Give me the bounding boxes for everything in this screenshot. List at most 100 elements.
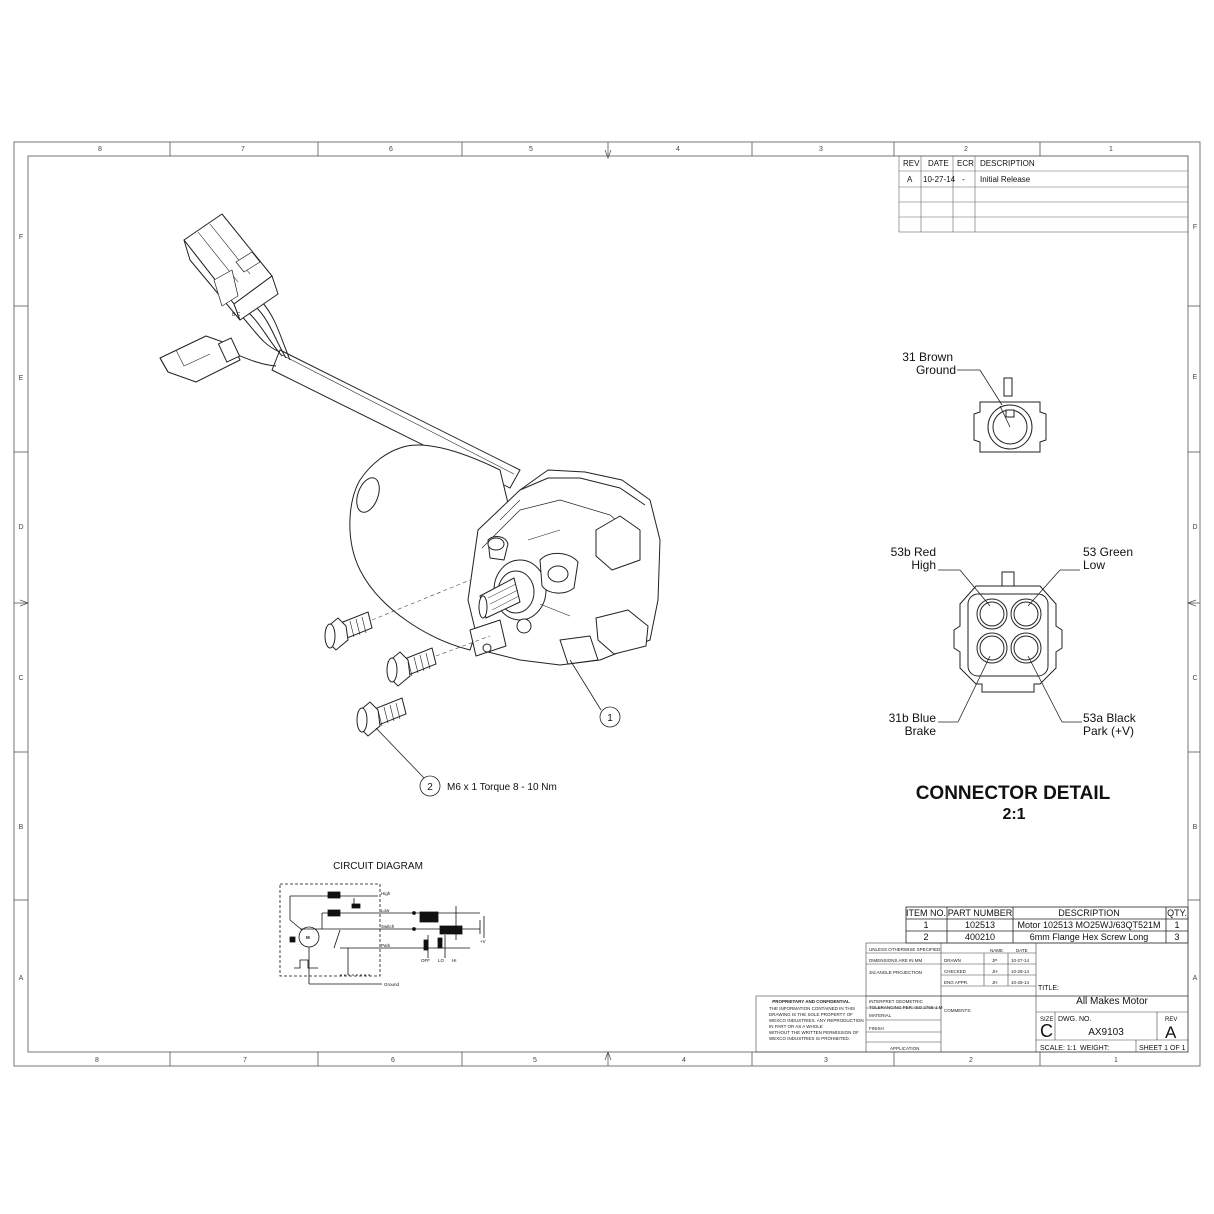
callout-balloon-2 [419,775,441,797]
tb-engappr-date: 10-28-14 [1011,980,1030,985]
rev-row-rev: A [907,175,913,184]
tb-date-header: DATE [1016,948,1028,953]
circuit-diagram-title: CIRCUIT DIAGRAM [333,861,423,872]
label-53b-red: 53b Red [891,545,936,559]
circuit-label-off: OFF [421,958,430,963]
tb-name-header: NAME [990,948,1003,953]
tb-sheet: SHEET 1 OF 1 [1139,1045,1186,1052]
bom-row2-description: 6mm Flange Hex Screw Long [1030,932,1149,942]
label-53a-black: 53a Black [1083,711,1137,725]
zone-top-7: 7 [241,146,245,153]
circuit-label-ground: Ground [384,982,400,987]
revision-table: REV DATE ECR DESCRIPTION A 10-27-14 - In… [898,155,1189,233]
zone-bottom-6: 6 [391,1057,395,1064]
rev-row-ecr: - [962,175,965,184]
label-high: High [911,558,936,572]
title-block: UNLESS OTHERWISE SPECIFIED: DIMENSIONS A… [755,942,1189,1053]
single-connector-label: 31 Brown Ground [902,350,1003,406]
zone-left-E: E [19,375,24,382]
circuit-label-park: Park [381,943,391,948]
callout-number-1: 1 [607,713,613,724]
tb-application: APPLICATION [890,1046,919,1051]
tb-proprietary-line-5: WITHOUT THE WRITTEN PERMISSION OF [769,1030,859,1035]
tb-scale: SCALE: 1:1 [1040,1045,1077,1052]
zone-bottom-8: 8 [95,1057,99,1064]
circuit-label-high: High [381,891,391,896]
label-low: Low [1083,558,1105,572]
bom-row2-item: 2 [923,932,928,942]
bom-row1-qty: 1 [1174,920,1179,930]
callout-item-1: 1 [569,659,621,728]
single-connector-plug [159,335,241,383]
tb-engappr-name: JH [992,980,998,985]
zone-top-2: 2 [964,146,968,153]
rev-row-description: Initial Release [980,175,1031,184]
tb-projection: 3rd ANGLE PROJECTION [869,970,922,975]
rev-header-ecr: ECR [957,159,974,168]
bom-row1-description: Motor 102513 MO25WJ/63QT521M [1017,920,1160,930]
zone-top-3: 3 [819,146,823,153]
screw-3 [356,697,407,737]
bom-header-part: PART NUMBER [948,908,1013,918]
bom-row2-qty: 3 [1174,932,1179,942]
rev-header-rev: REV [903,159,920,168]
tb-interpret: INTERPRET GEOMETRIC [869,999,924,1004]
quad-connector-labels: 53b Red High 53 Green Low 31b Blue Brake… [889,545,1137,738]
tb-drawn-name: JP [992,958,997,963]
zone-left-D: D [18,524,23,531]
tb-dimensions: DIMENSIONS ARE IN MM [869,958,923,963]
label-31-brown: 31 Brown [902,350,953,364]
connector-detail-title: CONNECTOR DETAIL [916,783,1111,804]
zone-top-4: 4 [676,146,680,153]
tb-proprietary-line-4: IN PART OR AS A WHOLE [769,1024,823,1029]
screw-2 [386,647,437,687]
connector-marking: B C [232,312,241,318]
tb-title-label: TITLE: [1038,985,1059,992]
tb-material: MATERIAL [869,1013,892,1018]
zone-top-1: 1 [1109,146,1113,153]
zone-bottom-2: 2 [969,1057,973,1064]
tb-tolerance-header: UNLESS OTHERWISE SPECIFIED: [869,947,942,952]
zone-right-C: C [1192,675,1197,682]
rev-header-date: DATE [928,159,949,168]
tb-size: C [1040,1021,1053,1041]
quad-connector-plug: B C [183,213,279,321]
label-31b-blue: 31b Blue [889,711,937,725]
tb-tolerancing: TOLERANCING PER: ISO 2768-1 M [869,1005,943,1010]
tb-dwg-no: AX9103 [1088,1027,1124,1038]
label-brake: Brake [905,724,937,738]
circuit-labels: High Low Switch Park Ground M OFF LO HI … [306,891,486,987]
tb-checked-role: CHECKED [944,969,967,974]
tb-proprietary-line-3: WEXCO INDUSTRIES. ANY REPRODUCTION [769,1018,864,1023]
label-ground: Ground [916,363,956,377]
zone-bottom-7: 7 [243,1057,247,1064]
tb-proprietary-line-6: WEXCO INDUSTRIES IS PROHIBITED. [769,1036,850,1041]
tb-proprietary-line-2: DRAWING IS THE SOLE PROPERTY OF [769,1012,853,1017]
callout-text-2: M6 x 1 Torque 8 - 10 Nm [447,782,557,793]
screw-1 [324,611,373,651]
zone-bottom-4: 4 [682,1057,686,1064]
tb-drawn-date: 10-27-14 [1011,958,1030,963]
tb-comments: COMMENTS: [944,1008,972,1013]
callout-balloon-1 [599,706,621,728]
circuit-label-motor: M [306,935,310,940]
motor-assembly: B C [159,213,661,666]
circuit-label-switch: Switch [381,924,395,929]
zone-right-B: B [1193,824,1198,831]
connector-detail-scale: 2:1 [1002,806,1025,823]
circuit-diagram [279,883,485,985]
zone-top-5: 5 [529,146,533,153]
flange-hex-screws [324,611,437,737]
tb-rev-label: REV [1165,1017,1177,1023]
label-park: Park (+V) [1083,724,1134,738]
zone-bottom-5: 5 [533,1057,537,1064]
tb-checked-name: JH [992,969,998,974]
zone-top-8: 8 [98,146,102,153]
bom-row1-part: 102513 [965,920,995,930]
zone-right-E: E [1193,374,1198,381]
callout-number-2: 2 [427,782,433,793]
bom-header-item: ITEM NO. [906,908,946,918]
zone-right-F: F [1193,224,1197,231]
circuit-label-pos: +V [480,939,486,944]
bom-header-description: DESCRIPTION [1058,908,1120,918]
